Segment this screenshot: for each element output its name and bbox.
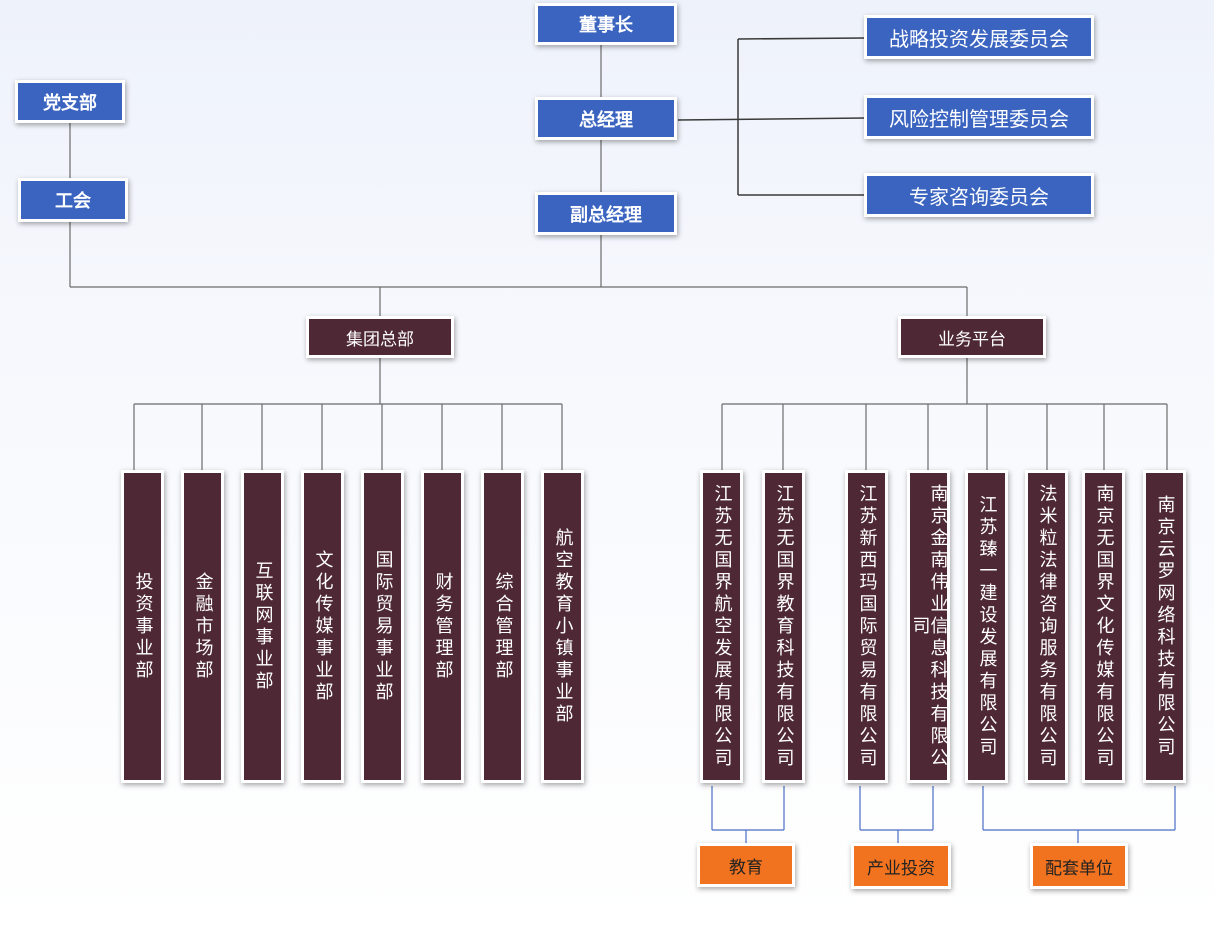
- company-label: 江苏臻一建设发展有限公司: [976, 494, 998, 759]
- company-label: 江苏无国界教育科技有限公司: [773, 483, 795, 770]
- department-box: 投资事业部: [121, 470, 164, 783]
- company-label: 法米粒法律咨询服务有限公司: [1036, 483, 1058, 770]
- party-branch-label: 党支部: [43, 92, 97, 114]
- committee-label: 风险控制管理委员会: [889, 106, 1069, 131]
- category-industry-investment-box: 产业投资: [851, 843, 951, 889]
- deputy-general-manager-box: 副总经理: [535, 192, 677, 235]
- department-label: 国际贸易事业部: [372, 549, 394, 704]
- party-branch-box: 党支部: [15, 80, 125, 123]
- department-label: 综合管理部: [492, 571, 514, 682]
- category-supporting-units-box: 配套单位: [1030, 843, 1128, 889]
- business-platform-label: 业务平台: [938, 329, 1006, 350]
- company-box: 江苏臻一建设发展有限公司: [965, 470, 1008, 783]
- department-box: 航空教育小镇事业部: [541, 470, 584, 783]
- committee-label: 专家咨询委员会: [909, 184, 1049, 209]
- department-label: 投资事业部: [132, 571, 154, 682]
- company-label: 南京云罗网络科技有限公司: [1154, 494, 1176, 759]
- chairman-label: 董事长: [579, 15, 633, 36]
- chairman-box: 董事长: [535, 3, 677, 45]
- company-label: 江苏无国界航空发展有限公司: [711, 483, 733, 770]
- category-education-box: 教育: [697, 843, 795, 887]
- general-manager-box: 总经理: [535, 97, 677, 140]
- committee-risk-box: 风险控制管理委员会: [864, 95, 1094, 139]
- company-label: 江苏新西玛国际贸易有限公司: [856, 483, 878, 770]
- department-label: 航空教育小镇事业部: [552, 527, 574, 726]
- business-platform-box: 业务平台: [898, 316, 1046, 358]
- company-box: 江苏无国界教育科技有限公司: [762, 470, 805, 783]
- committee-expert-box: 专家咨询委员会: [864, 173, 1094, 217]
- department-box: 互联网事业部: [241, 470, 284, 783]
- department-label: 文化传媒事业部: [312, 549, 334, 704]
- company-box: 江苏新西玛国际贸易有限公司: [845, 470, 888, 783]
- department-label: 财务管理部: [432, 571, 454, 682]
- company-label: 南京无国界文化传媒有限公司: [1093, 483, 1115, 770]
- department-box: 财务管理部: [421, 470, 464, 783]
- company-box: 法米粒法律咨询服务有限公司: [1025, 470, 1068, 783]
- company-box: 南京金南伟业信息科技有限公司: [907, 470, 950, 783]
- union-label: 工会: [55, 191, 91, 212]
- category-label: 教育: [729, 857, 763, 878]
- department-box: 文化传媒事业部: [301, 470, 344, 783]
- committee-strategy-box: 战略投资发展委员会: [864, 15, 1094, 59]
- group-hq-label: 集团总部: [346, 329, 414, 350]
- committee-label: 战略投资发展委员会: [889, 26, 1069, 51]
- union-box: 工会: [18, 178, 128, 222]
- deputy-general-manager-label: 副总经理: [570, 204, 642, 226]
- company-label: 南京金南伟业信息科技有限公司: [909, 483, 949, 770]
- department-box: 金融市场部: [181, 470, 224, 783]
- company-box: 南京无国界文化传媒有限公司: [1082, 470, 1125, 783]
- general-manager-label: 总经理: [579, 109, 633, 131]
- company-box: 南京云罗网络科技有限公司: [1143, 470, 1186, 783]
- department-label: 互联网事业部: [252, 560, 274, 693]
- category-label: 配套单位: [1045, 858, 1113, 879]
- company-box: 江苏无国界航空发展有限公司: [700, 470, 743, 783]
- category-label: 产业投资: [867, 858, 935, 879]
- department-box: 国际贸易事业部: [361, 470, 404, 783]
- department-box: 综合管理部: [481, 470, 524, 783]
- department-label: 金融市场部: [192, 571, 214, 682]
- group-hq-box: 集团总部: [306, 316, 454, 358]
